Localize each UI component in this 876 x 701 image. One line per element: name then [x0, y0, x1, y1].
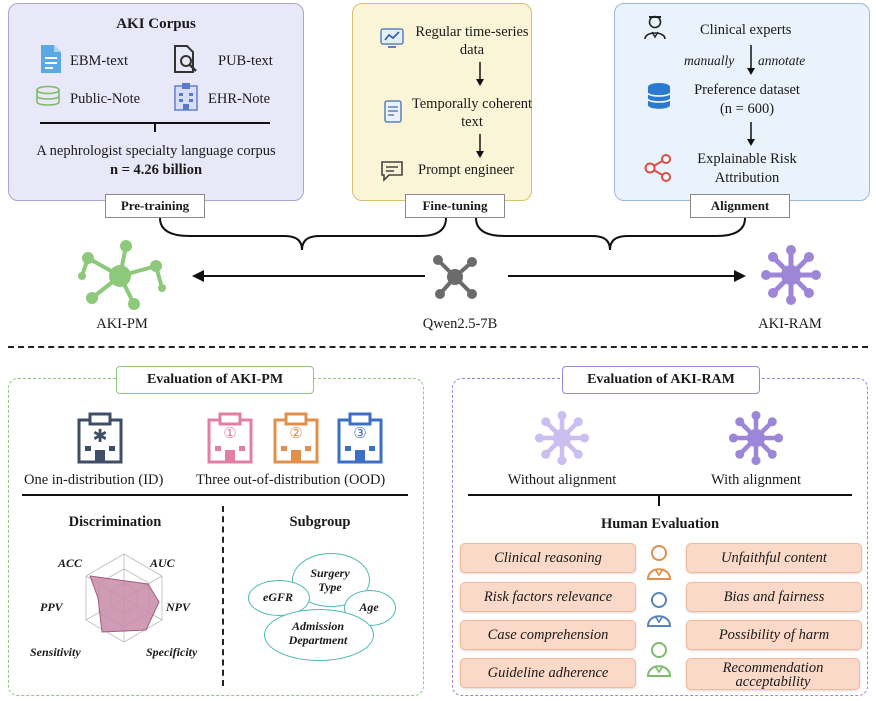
without-alignment-label: Without alignment — [507, 472, 617, 488]
radar-axis-sensitivity: Sensitivity — [30, 645, 81, 659]
item-public-note: Public-Note — [70, 91, 141, 107]
arrow-down — [747, 45, 755, 75]
document-icon — [41, 45, 61, 73]
svg-text:✱: ✱ — [92, 426, 107, 447]
aki-ram-network-icon — [761, 245, 821, 305]
aki-ram-label: AKI-RAM — [758, 316, 822, 332]
corpus-title: AKI Corpus — [116, 16, 196, 32]
clinical-experts: Clinical experts — [700, 22, 792, 38]
finetuning-tag: Fine-tuning — [405, 194, 505, 218]
monitor-chart-icon — [380, 28, 404, 48]
preference-dataset: Preference dataset — [694, 82, 800, 98]
subgroup-egfr-label: eGFR — [263, 590, 293, 604]
radar-axis-npv: NPV — [166, 600, 190, 614]
criterion-case-comprehension: Case comprehension — [460, 620, 636, 650]
annotate-label: annotate — [758, 53, 806, 68]
radar-axis-specificity: Specificity — [146, 645, 198, 659]
database-icon — [647, 83, 671, 109]
criterion-unfaithful-content: Unfaithful content — [686, 543, 862, 573]
step-coherent-text: Temporally coherent text — [411, 96, 533, 130]
ood-mark-1: ① — [223, 424, 237, 442]
arrow-down — [747, 122, 755, 146]
braces — [159, 217, 746, 282]
radar-axis-ppv: PPV — [40, 600, 63, 614]
dataset-count: (n = 600) — [719, 101, 775, 117]
ood-label: Three out-of-distribution (OOD) — [196, 472, 386, 488]
risk-attribution: Explainable Risk Attribution — [697, 151, 797, 186]
radar-axis-auc: AUC — [150, 556, 175, 570]
ood-mark-2: ② — [289, 424, 303, 442]
hospital-id-icon: ✱ — [77, 412, 123, 464]
qwen-network-icon — [433, 255, 477, 299]
corpus-size: n = 4.26 billion — [109, 162, 203, 178]
subgroup-title: Subgroup — [289, 514, 351, 530]
human-evaluation-title: Human Evaluation — [600, 516, 720, 532]
doctor-icon — [646, 545, 672, 580]
search-document-icon — [174, 45, 197, 73]
alignment-tag: Alignment — [690, 194, 790, 218]
with-alignment-label: With alignment — [710, 472, 802, 488]
hospital-ood-3-icon — [337, 412, 383, 464]
radar-chart — [85, 553, 163, 643]
step-time-series: Regular time-series data — [415, 24, 529, 58]
subgroup-admission — [264, 609, 374, 661]
aki-pm-label: AKI-PM — [96, 316, 148, 332]
doctor-icon — [646, 592, 672, 627]
arrow-down — [476, 62, 484, 86]
database-icon — [36, 85, 60, 106]
criterion-possibility-of-harm: Possibility of harm — [686, 620, 862, 650]
doctor-icon — [646, 642, 672, 677]
qwen-label: Qwen2.5-7B — [422, 316, 498, 332]
hospital-ood-2-icon — [273, 412, 319, 464]
aki-pm-network-icon — [78, 240, 166, 310]
network-without-alignment-icon — [534, 410, 590, 466]
corpus-divider-tick — [154, 122, 156, 132]
pm-divider — [22, 494, 408, 496]
document-edit-icon — [384, 100, 402, 123]
subgroup-surgery-type-label: Surgery Type — [310, 566, 350, 594]
item-ehr-note: EHR-Note — [208, 91, 271, 107]
arrow-down — [476, 134, 484, 158]
manually-label: manually — [684, 53, 735, 68]
discrimination-title: Discrimination — [68, 514, 162, 530]
share-network-icon — [644, 154, 671, 182]
radar-axis-acc: ACC — [58, 556, 83, 570]
corpus-description: A nephrologist specialty language corpus — [36, 143, 276, 159]
pretraining-panel — [8, 3, 304, 201]
criterion-clinical-reasoning: Clinical reasoning — [460, 543, 636, 573]
criterion-bias-fairness: Bias and fairness — [686, 582, 862, 612]
subgroup-admission-label: Admission Department — [288, 619, 348, 647]
network-with-alignment-icon — [728, 410, 784, 466]
step-prompt-engineer: Prompt engineer — [418, 162, 515, 178]
criterion-risk-factors-relevance: Risk factors relevance — [460, 582, 636, 612]
id-label: One in-distribution (ID) — [24, 472, 164, 488]
ram-divider-tick — [658, 494, 660, 506]
hospital-icon — [174, 83, 198, 111]
ood-mark-3: ③ — [353, 424, 367, 442]
eval-ram-title: Evaluation of AKI-RAM — [562, 366, 760, 394]
item-pub-text: PUB-text — [218, 53, 273, 69]
pretraining-tag: Pre-training — [105, 194, 205, 218]
hospital-ood-1-icon — [207, 412, 253, 464]
eval-pm-title: Evaluation of AKI-PM — [116, 366, 314, 394]
doctor-icon — [644, 15, 666, 40]
chat-bubble-icon — [381, 161, 403, 182]
criterion-recommendation-acceptability: Recommendation acceptability — [686, 658, 860, 690]
pm-vertical-divider — [222, 506, 224, 686]
item-ebm-text: EBM-text — [70, 53, 128, 69]
criterion-guideline-adherence: Guideline adherence — [460, 658, 636, 688]
section-divider — [8, 346, 868, 348]
ram-divider — [468, 494, 852, 496]
subgroup-age-label: Age — [359, 600, 379, 614]
